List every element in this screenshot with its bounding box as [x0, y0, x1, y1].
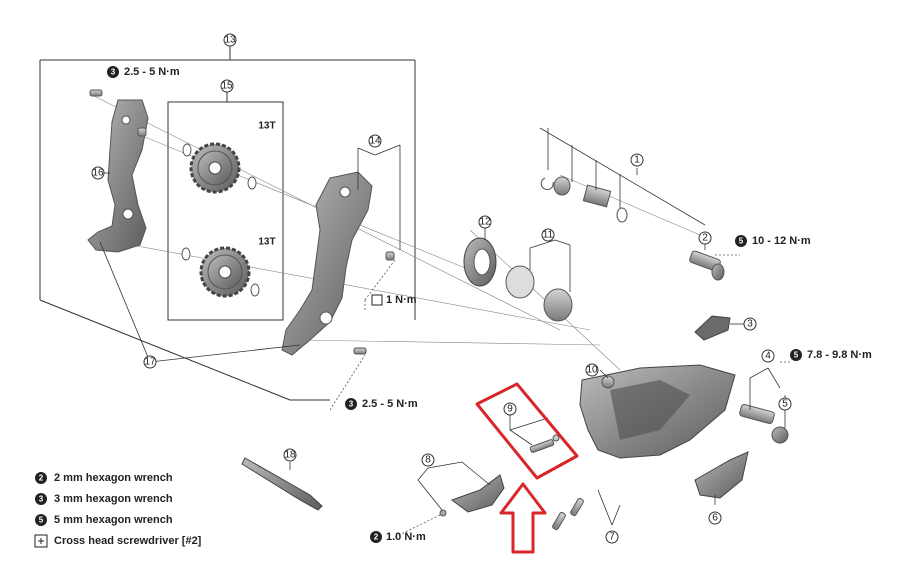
svg-text:2: 2 [39, 474, 44, 483]
part-8-bracket [450, 474, 505, 513]
svg-text:5: 5 [782, 399, 788, 410]
part-4-5-bolt [739, 403, 789, 444]
callout-15: 15 [220, 79, 234, 93]
part-12-disc [463, 237, 497, 287]
callout-13: 13 [223, 33, 237, 47]
svg-text:5: 5 [39, 516, 44, 525]
callout-16: 16 [91, 166, 105, 180]
svg-text:7.8 - 9.8 N·m: 7.8 - 9.8 N·m [807, 349, 872, 361]
legend: 2 2 mm hexagon wrench 3 3 mm hexagon wre… [34, 472, 202, 548]
callout-1: 1 [630, 153, 644, 167]
outer-cage-plate [281, 171, 373, 356]
svg-text:12: 12 [479, 217, 491, 228]
part-10-screw [601, 375, 615, 389]
torque-top-left: 3 2.5 - 5 N·m [107, 66, 180, 78]
cog-label-lower: 13T [258, 237, 275, 248]
svg-text:1.0 N·m: 1.0 N·m [386, 531, 426, 543]
svg-text:2.5 - 5 N·m: 2.5 - 5 N·m [124, 66, 180, 78]
upper-pulley [189, 142, 241, 194]
part-3-cover [694, 315, 731, 341]
legend-item-2mm: 2 2 mm hexagon wrench [35, 472, 173, 484]
torque-screw-1: 1 N·m [371, 294, 417, 306]
highlight-arrow [499, 482, 547, 554]
legend-item-5mm: 5 5 mm hexagon wrench [35, 514, 173, 526]
highlight-box [475, 382, 579, 480]
tool-18 [241, 457, 323, 511]
callout-8: 8 [421, 453, 435, 467]
callout-2: 2 [698, 231, 712, 245]
callout-11: 11 [541, 228, 555, 242]
svg-text:16: 16 [92, 168, 104, 179]
svg-text:2: 2 [702, 233, 708, 244]
torque-leaders [329, 254, 790, 538]
pulley-box-15 [167, 101, 284, 321]
svg-text:3: 3 [39, 495, 44, 504]
torque-right-top: 5 10 - 12 N·m [735, 235, 811, 247]
svg-text:5 mm hexagon wrench: 5 mm hexagon wrench [54, 514, 173, 526]
svg-text:2.5 - 5 N·m: 2.5 - 5 N·m [362, 398, 418, 410]
svg-text:14: 14 [369, 136, 381, 147]
svg-text:8: 8 [425, 455, 431, 466]
svg-text:10: 10 [586, 365, 598, 376]
callout-18: 18 [283, 448, 297, 462]
torque-right-mid: 5 7.8 - 9.8 N·m [790, 349, 872, 361]
svg-text:3 mm hexagon wrench: 3 mm hexagon wrench [54, 493, 173, 505]
callout-14: 14 [368, 134, 382, 148]
part-7-screws [552, 497, 584, 531]
part-9-pin [529, 434, 560, 453]
svg-text:1: 1 [634, 155, 640, 166]
leader-lines [98, 127, 786, 526]
callout-17: 17 [143, 355, 157, 369]
callout-4: 4 [761, 349, 775, 363]
legend-item-3mm: 3 3 mm hexagon wrench [35, 493, 173, 505]
callout-9: 9 [503, 402, 517, 416]
svg-text:5: 5 [739, 237, 744, 246]
svg-text:1 N·m: 1 N·m [386, 294, 417, 306]
callout-12: 12 [478, 215, 492, 229]
svg-text:Cross head screwdriver [#2]: Cross head screwdriver [#2] [54, 535, 202, 547]
callout-3: 3 [743, 317, 757, 331]
svg-text:2 mm hexagon wrench: 2 mm hexagon wrench [54, 472, 173, 484]
legend-item-screwdriver: Cross head screwdriver [#2] [34, 534, 202, 548]
callout-6: 6 [708, 511, 722, 525]
svg-text:7: 7 [609, 532, 615, 543]
svg-text:3: 3 [747, 319, 753, 330]
part-11-bushings [505, 265, 573, 322]
cog-label-upper: 13T [258, 121, 275, 132]
svg-text:5: 5 [794, 351, 799, 360]
part-6-cover [694, 451, 749, 499]
svg-text:18: 18 [284, 450, 296, 461]
svg-text:10 - 12 N·m: 10 - 12 N·m [752, 235, 811, 247]
svg-text:13: 13 [224, 35, 236, 46]
svg-text:6: 6 [712, 513, 718, 524]
svg-text:9: 9 [507, 404, 513, 415]
axis-lines [91, 94, 701, 371]
lower-pulley [199, 246, 251, 298]
part-1-axle [540, 176, 628, 223]
part-2-bolt [689, 250, 725, 281]
callout-7: 7 [605, 530, 619, 544]
svg-text:15: 15 [221, 81, 233, 92]
svg-text:11: 11 [543, 230, 554, 241]
callout-10: 10 [585, 363, 599, 377]
svg-text:4: 4 [765, 351, 771, 362]
cage-bolts [89, 89, 395, 355]
assembly-box-13 [39, 45, 416, 401]
svg-text:3: 3 [111, 68, 116, 77]
svg-text:17: 17 [144, 357, 156, 368]
svg-text:3: 3 [349, 400, 354, 409]
callout-5: 5 [778, 397, 792, 411]
pulley-washers [181, 143, 260, 297]
torque-bottom-small: 2 1.0 N·m [370, 531, 426, 543]
torque-bottom-mid: 3 2.5 - 5 N·m [345, 398, 418, 410]
svg-text:2: 2 [374, 533, 379, 542]
